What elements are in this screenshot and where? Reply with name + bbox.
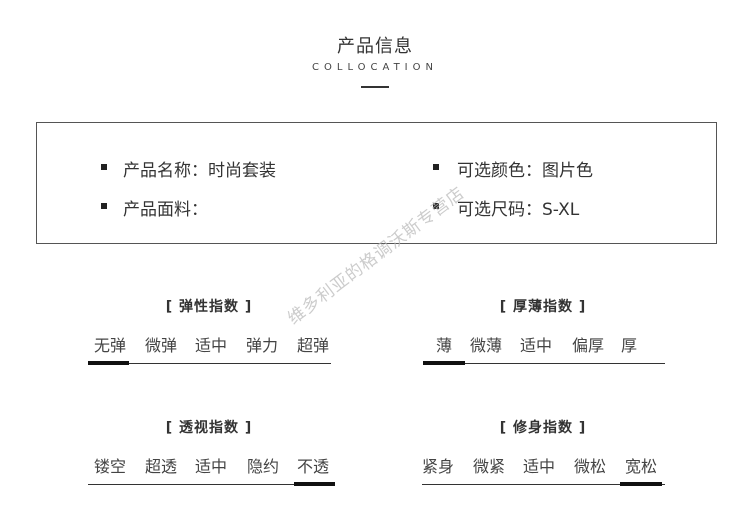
info-color-options: 可选颜色：图片色 [457,161,593,181]
scale-selected-marker [88,361,129,365]
scale-option: 适中 [522,457,556,476]
scale-title: [ 修身指数 ] [499,420,587,436]
scale-option: 宽松 [624,457,658,476]
scale-selected-marker [423,361,465,365]
scale-title: [ 弹性指数 ] [165,299,253,315]
info-product-name: 产品名称：时尚套装 [123,161,276,181]
scale-option: 微弹 [144,336,178,355]
scale-option: 适中 [194,457,228,476]
bullet-icon [433,203,439,209]
scale-option: 微薄 [469,336,503,355]
info-box: 产品名称：时尚套装 产品面料： 可选颜色：图片色 可选尺码：S-XL [36,122,717,244]
scale-option: 适中 [194,336,228,355]
scale-line [88,484,335,485]
scale-option: 不透 [296,457,330,476]
scale-selected-marker [620,482,662,486]
title-divider [361,86,389,88]
scale-selected-marker [294,482,335,486]
scale-option: 镂空 [93,457,127,476]
scale-title: [ 厚薄指数 ] [499,299,587,315]
scale-line [423,363,665,364]
bullet-icon [101,203,107,209]
scale-option: 微松 [573,457,607,476]
page-title: 产品信息 [337,36,413,57]
scale-option: 隐约 [246,457,280,476]
scale-option: 无弹 [93,336,127,355]
scale-line [88,363,331,364]
bullet-icon [101,164,107,170]
bullet-icon [433,164,439,170]
scale-option: 紧身 [421,457,455,476]
info-size-options: 可选尺码：S-XL [457,200,580,220]
scale-option: 弹力 [245,336,279,355]
info-product-fabric: 产品面料： [123,200,208,220]
scale-option: 超弹 [296,336,330,355]
scale-option: 薄 [435,336,453,355]
scale-title: [ 透视指数 ] [165,420,253,436]
scale-option: 微紧 [472,457,506,476]
scale-option: 厚 [620,336,638,355]
scale-option: 超透 [144,457,178,476]
scale-option: 偏厚 [571,336,605,355]
scale-option: 适中 [519,336,553,355]
page-subtitle: COLLOCATION [312,62,438,73]
scale-line [422,484,665,485]
